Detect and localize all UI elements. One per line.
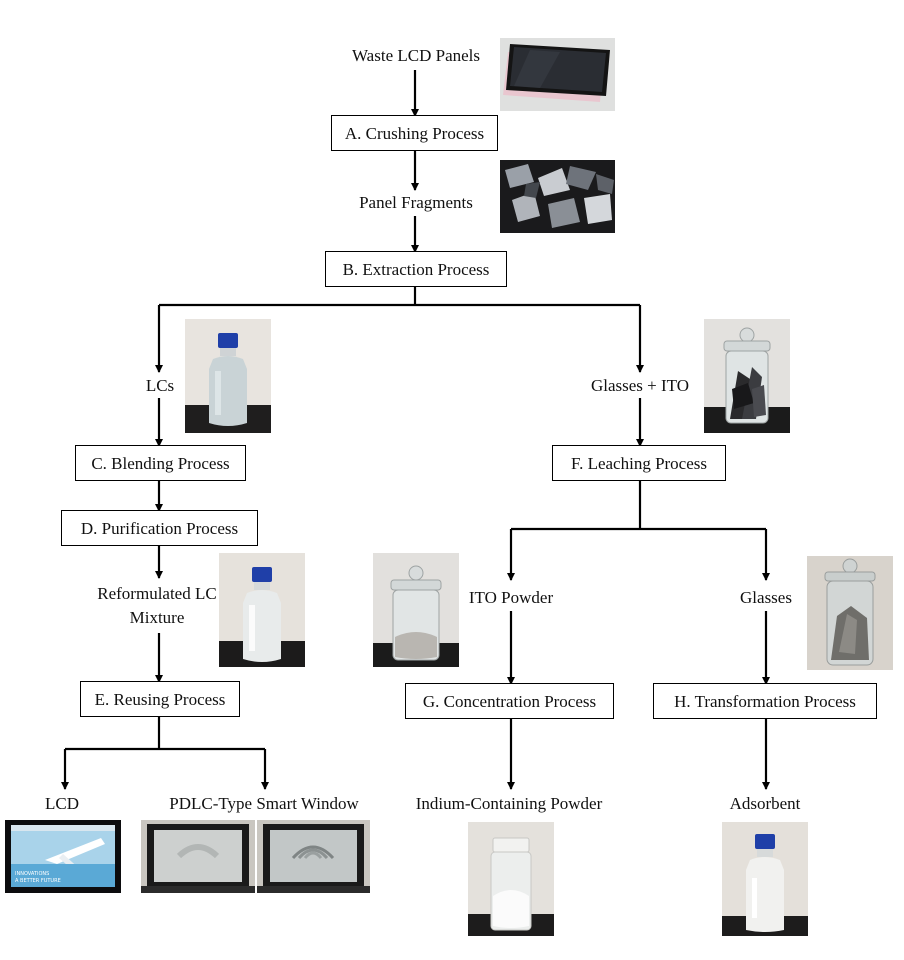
label-lcd: LCD <box>45 794 79 813</box>
photo-lcd-monitor: INNOVATIONS A BETTER FUTURE <box>5 820 121 893</box>
label-reformulated-lc-mixture: Reformulated LC Mixture <box>97 584 217 627</box>
photo-waste-lcd-panels <box>500 38 615 111</box>
lcd-screen-text-2: A BETTER FUTURE <box>15 878 61 884</box>
label-pdlc-smart-window: PDLC-Type Smart Window <box>169 794 359 813</box>
photo-pdlc-window-on <box>257 820 370 893</box>
photo-glasses-ito-jar <box>704 319 790 433</box>
photo-adsorbent-bottle <box>722 822 808 936</box>
process-purification: D. Purification Process <box>61 510 258 546</box>
label-ito-powder: ITO Powder <box>468 588 554 607</box>
label-panel-fragments: Panel Fragments <box>359 193 473 212</box>
process-transformation: H. Transformation Process <box>653 683 877 719</box>
photo-pdlc-window-off <box>141 820 255 893</box>
process-concentration: G. Concentration Process <box>405 683 614 719</box>
label-glasses-ito: Glasses + ITO <box>590 376 690 395</box>
photo-panel-fragments <box>500 160 615 233</box>
label-lcs: LCs <box>145 376 175 395</box>
photo-lcs-bottle <box>185 319 271 433</box>
photo-indium-powder-bottle <box>468 822 554 936</box>
photo-reformulated-lc-bottle <box>219 553 305 667</box>
label-indium-powder: Indium-Containing Powder <box>415 794 603 813</box>
photo-ito-powder-jar <box>373 553 459 667</box>
label-glasses: Glasses <box>740 588 792 607</box>
process-crushing: A. Crushing Process <box>331 115 498 151</box>
label-waste-lcd-panels: Waste LCD Panels <box>352 46 480 65</box>
label-adsorbent: Adsorbent <box>729 794 801 813</box>
process-blending: C. Blending Process <box>75 445 246 481</box>
process-leaching: F. Leaching Process <box>552 445 726 481</box>
lcd-screen-text-1: INNOVATIONS <box>15 871 49 877</box>
process-extraction: B. Extraction Process <box>325 251 507 287</box>
photo-glasses-jar <box>807 556 893 670</box>
process-reusing: E. Reusing Process <box>80 681 240 717</box>
